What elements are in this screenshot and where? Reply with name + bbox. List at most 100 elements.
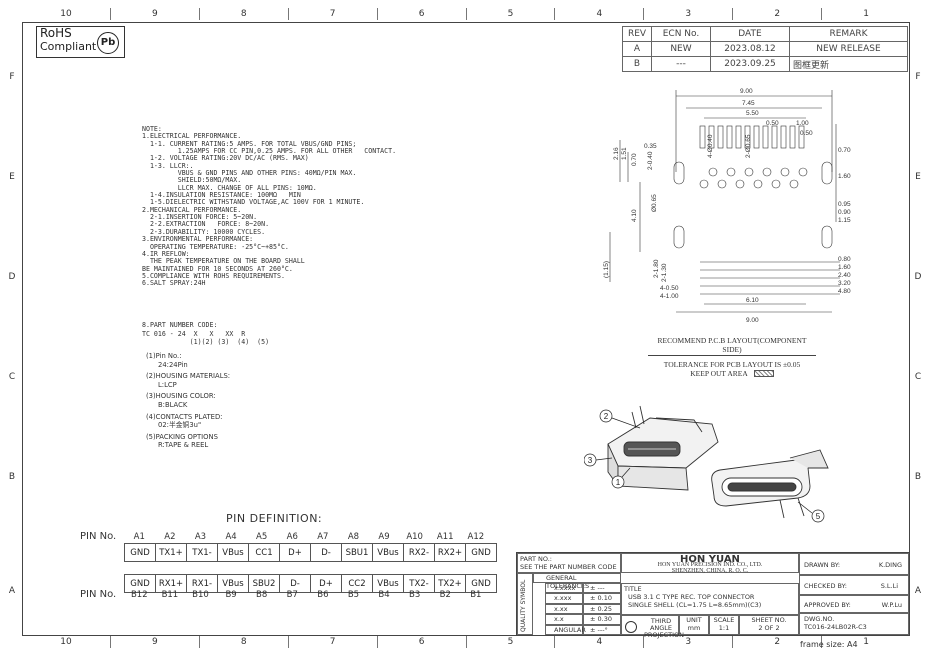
pin-signal: RX1- (186, 574, 218, 593)
pcb-caption-tolerance: TOLERANCE FOR PCB LAYOUT IS ±0.05 (663, 360, 801, 369)
pcb-dimension: 9.00 (746, 317, 759, 324)
rev-header-rev: REV (622, 26, 652, 42)
pcb-dimension: 1.15 (838, 217, 851, 224)
tolerance-value: ± 0.25 (583, 603, 621, 615)
checked-by-label: CHECKED BY: (804, 582, 847, 590)
rev-header-date: DATE (710, 26, 790, 42)
unit-label: UNIT (686, 616, 702, 624)
zone-label: 3 (643, 636, 732, 648)
pcb-dimension: 1.60 (838, 173, 851, 180)
pin-signal: VBus (372, 543, 404, 562)
pin-number: A12 (467, 532, 485, 542)
pin-number: B2 (439, 590, 451, 600)
row-label: B (914, 472, 922, 482)
pcb-pad (771, 125, 778, 149)
zone-label: 7 (287, 636, 377, 648)
pin-number: B5 (347, 590, 360, 600)
row-label: C (914, 372, 922, 382)
pcb-dimension: 9.00 (740, 88, 753, 95)
rohs-label: RoHS (40, 26, 72, 40)
pcb-dimension: 1.00 (796, 120, 809, 127)
pcb-dimension: 0.50 (800, 130, 813, 137)
part-option: (3)HOUSING COLOR:B:BLACK (146, 392, 230, 409)
zone-label: 1 (821, 8, 910, 20)
pin-number: B10 (192, 590, 209, 600)
dwg-no-label: DWG.NO. (804, 615, 835, 623)
note-line: 1-4.INSULATION RESISTANCE: 100MΩ MIN (142, 191, 301, 200)
part-option-value: B:BLACK (158, 400, 188, 409)
pin-signal: D- (310, 543, 342, 562)
pcb-pad (717, 125, 724, 149)
note-line: BE MAINTAINED FOR 10 SECONDS AT 260°C. (142, 264, 293, 273)
pcb-pad (744, 125, 751, 149)
note-line: 1-2. VOLTAGE RATING:20V DC/AC (RMS. MAX) (142, 154, 309, 163)
pin-number: A10 (406, 532, 423, 542)
pin-number: A4 (225, 532, 237, 542)
pin-signal: GND (465, 574, 497, 593)
pcb-dimension: 4-0.50 (660, 285, 679, 292)
scale-label: SCALE (713, 616, 735, 624)
pin-number: B1 (470, 590, 482, 600)
pcb-pad (780, 125, 787, 149)
part-option-label: (1)Pin No.: (146, 352, 182, 360)
row-label: F (915, 72, 921, 82)
zone-label: 6 (376, 8, 466, 20)
rev-header-ecn: ECN No. (651, 26, 711, 42)
sheet-label: SHEET NO. (751, 616, 787, 624)
pcb-via (780, 167, 790, 177)
pcb-via (744, 167, 754, 177)
part-option-label: (3)HOUSING COLOR: (146, 392, 216, 401)
approved-by-value: W.P.Lu (881, 601, 902, 609)
pcb-caption-keepout-row: KEEP OUT AREA (648, 369, 816, 378)
note-line: 2-2.EXTRACTION FORCE: 8~20N. (142, 220, 270, 229)
pcb-dimension: Ø0.65 (651, 194, 658, 212)
checked-by-value: S.L.Li (880, 582, 898, 590)
pcb-via (789, 179, 799, 189)
part-option: (1)Pin No.:24:24Pin (146, 352, 230, 369)
pcb-dimension: 7.45 (742, 100, 755, 107)
general-tolerances-label: GENERAL TOLERANCES (533, 573, 621, 590)
pcb-pad (735, 125, 742, 149)
zone-label: 2 (732, 636, 821, 648)
pcb-pad (708, 125, 715, 149)
part-number-code-line: TC 016 - 24 X X XX R (142, 330, 246, 339)
unit-value: mm (687, 624, 701, 632)
pcb-dimension: 0.80 (838, 256, 851, 263)
pin-number: A8 (347, 532, 360, 542)
frame-size-label: frame size: A4 (800, 640, 858, 649)
company-name: HON YUAN (680, 554, 740, 565)
pcb-dimension: 2-1.80 (653, 259, 660, 278)
rev-cell: --- (651, 56, 711, 72)
part-option: (2)HOUSING MATERIALS:L:LCP (146, 372, 230, 389)
pin-spacer-row (124, 561, 497, 575)
row-label: A (8, 586, 16, 596)
pin-signal: SBU1 (341, 543, 373, 562)
note-line: 2.MECHANICAL PERFORMANCE. (142, 205, 242, 214)
note-line: 1-3. LLCR:. (142, 161, 194, 170)
note-line: 5.COMPLIANCE WITH ROHS REQUIREMENTS. (142, 271, 285, 280)
zone-label: 5 (465, 636, 555, 648)
zone-label: 4 (554, 8, 643, 20)
pin-no-label-bottom: PIN No. (80, 589, 117, 600)
note-line: VBUS & GND PINS AND OTHER PINS: 40MΩ/PIN… (142, 169, 357, 178)
company-address: SHENZHEN, CHINA, R. O. C. (671, 568, 749, 574)
pcb-via (762, 167, 772, 177)
row-label: E (9, 172, 15, 182)
drawing-frame (22, 22, 910, 636)
pin-signal: D+ (279, 543, 311, 562)
pin-number: A7 (317, 532, 329, 542)
part-option-label: (4)CONTACTS PLATED: (146, 412, 223, 421)
company-full-name: HON YUAN PRECISION IND. CO., LTD. (657, 562, 763, 568)
dwg-no-value: TC016-24LB02R-C3 (804, 623, 867, 631)
row-label: B (8, 472, 16, 482)
pcb-dimension: 0.70 (631, 153, 638, 166)
callout-number: 3 (588, 456, 593, 465)
pcb-via (699, 179, 709, 189)
rohs-compliant-label: Compliant (40, 40, 97, 53)
title-line1: USB 3.1 C TYPE REC. TOP CONNECTOR (628, 593, 755, 601)
pin-signal: VBus (217, 543, 249, 562)
tolerance-dim: x.xxxx (545, 583, 583, 594)
part-no-label: PART NO.: (520, 555, 553, 563)
